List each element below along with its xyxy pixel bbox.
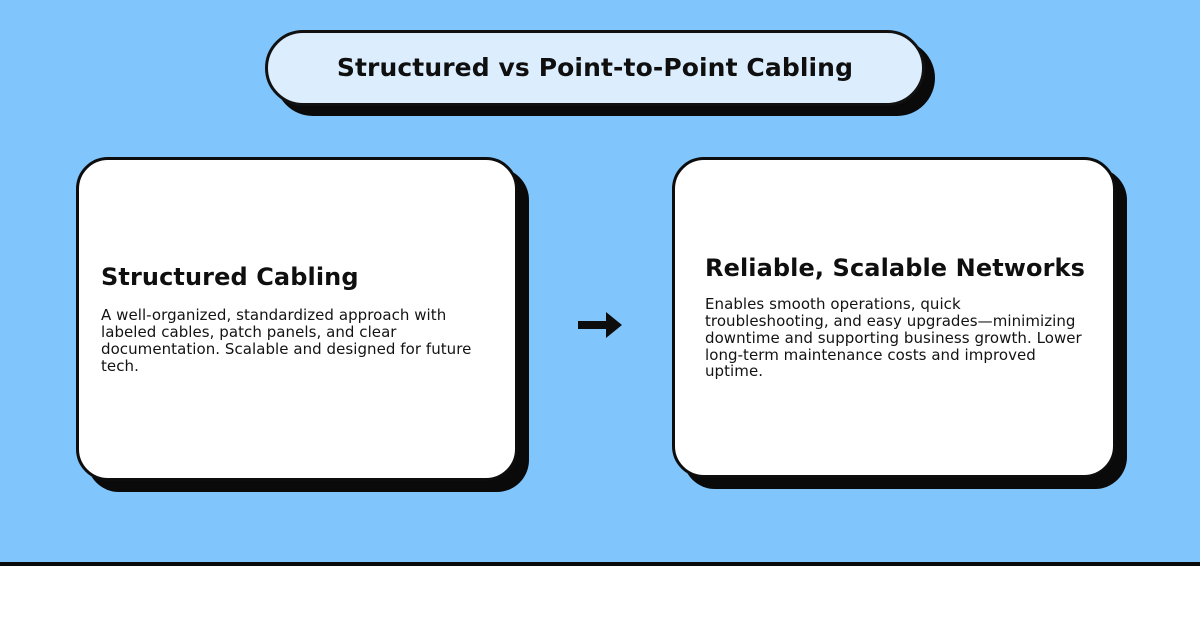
card-heading-structured-cabling: Structured Cabling: [101, 262, 359, 291]
card-body-reliable-scalable-networks: Enables smooth operations, quick trouble…: [705, 295, 1082, 381]
card-body-structured-cabling: A well-organized, standardized approach …: [101, 306, 472, 375]
bottom-white-band: [0, 566, 1200, 630]
card-structured-cabling: Structured Cabling A well-organized, sta…: [76, 157, 518, 481]
card-heading-reliable-scalable-networks: Reliable, Scalable Networks: [705, 253, 1086, 282]
arrow-right-icon: [566, 300, 634, 350]
card-reliable-scalable-networks: Reliable, Scalable Networks Enables smoo…: [672, 157, 1116, 478]
title-pill: Structured vs Point-to-Point Cabling: [265, 30, 925, 106]
page-title: Structured vs Point-to-Point Cabling: [336, 53, 854, 83]
